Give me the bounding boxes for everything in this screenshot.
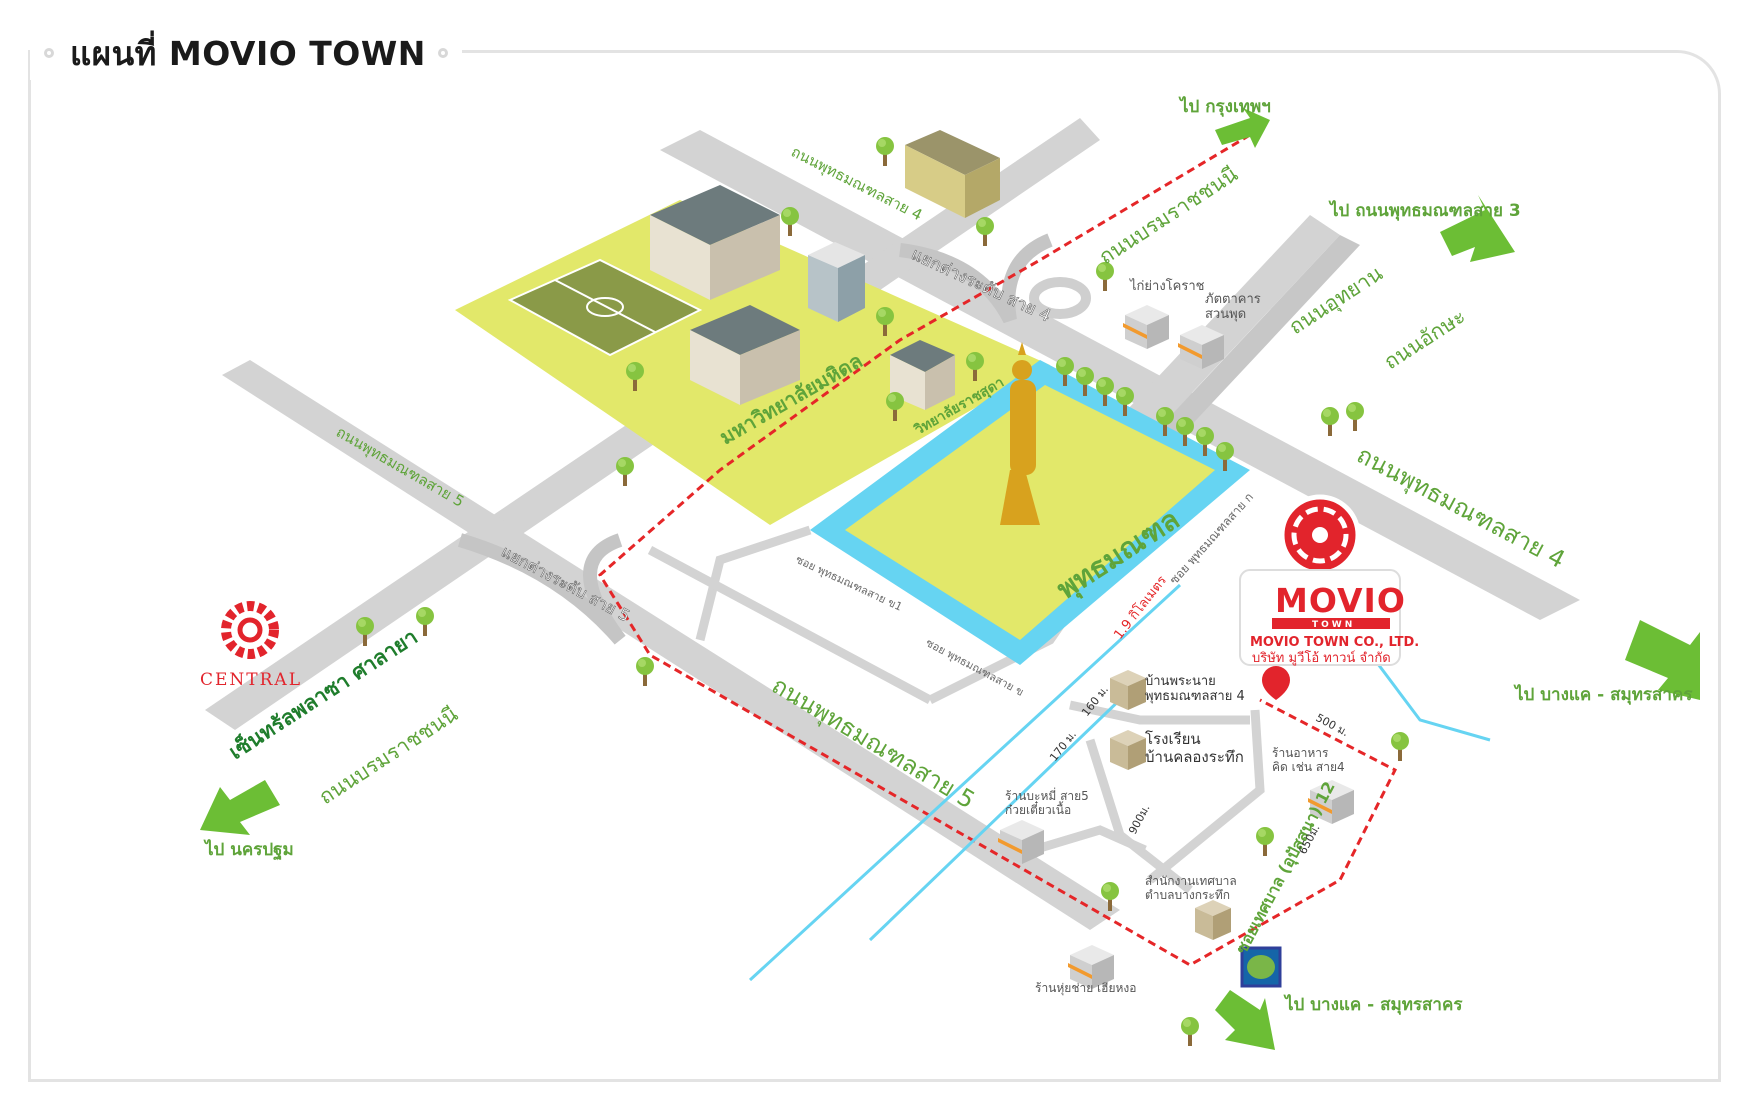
school-building-icon <box>1110 730 1146 770</box>
place-school-1: โรงเรียน <box>1145 730 1201 748</box>
place-ban-phranai-1: บ้านพระนาย <box>1145 674 1216 689</box>
shop-kaiyang-icon <box>1123 305 1169 349</box>
distance-500: 500 ม. <box>1314 711 1351 739</box>
place-noodle-1: ร้านบะหมี่ สาย5 <box>1005 787 1089 803</box>
title-dot-right-icon <box>437 48 448 58</box>
interchange-ramp-top <box>899 233 1053 324</box>
title-dot-left-icon <box>44 48 54 58</box>
arrow-bangkok-icon <box>1215 108 1270 148</box>
arrow-phutthamonthon3-icon <box>1440 195 1515 262</box>
place-municipal-1: สำนักงานเทศบาล <box>1145 874 1237 888</box>
distance-170: 170 ม. <box>1047 728 1079 764</box>
arrow-nakhon-pathom-icon <box>200 780 280 835</box>
movio-company-th: บริษัท มูวีโอ้ ทาวน์ จำกัด <box>1252 650 1391 666</box>
gas-station-logo-icon <box>1240 946 1282 988</box>
interchange-loop-top <box>1029 277 1091 319</box>
dest-bangkok: ไป กรุงเทพฯ <box>1178 96 1271 117</box>
movio-sub-band <box>1272 618 1390 629</box>
arrow-bangkhae-south-icon <box>1215 990 1275 1050</box>
road-label-borom-bottom: ถนนบรมราชชนนี <box>315 702 462 809</box>
road-label-aksa: ถนนอักษะ <box>1380 304 1470 374</box>
place-hongchai: ร้านหุ่ยช่าย เฮียหงอ <box>1035 981 1137 996</box>
road-label-borom-top: ถนนบรมราชชนนี <box>1095 162 1242 269</box>
road-soi-v1 <box>695 525 812 642</box>
football-field <box>507 258 703 357</box>
dest-bangkhae-south: ไป บางแค - สมุทรสาคร <box>1283 994 1463 1015</box>
ratchasuda-building <box>890 340 955 410</box>
movio-marker[interactable] <box>1239 494 1401 700</box>
place-school-2: บ้านคลองระทึก <box>1145 748 1244 766</box>
buddha-statue-icon <box>1000 342 1040 525</box>
central-logo-icon <box>221 601 279 659</box>
distance-km19: 1.9 กิโลเมตร <box>1111 573 1170 643</box>
canal-2 <box>748 583 1182 982</box>
mahidol-building-1 <box>650 185 780 300</box>
place-suan-phut-2: สวนพุด <box>1205 307 1246 322</box>
map-frame <box>28 50 1721 1082</box>
interchange-ramp-left <box>457 533 626 645</box>
road-soi-v <box>647 546 933 704</box>
place-noodle-2: ก๋วยเตี๋ยวเนื้อ <box>1005 800 1071 817</box>
place-ban-phranai-2: พุทธมณฑลสาย 4 <box>1145 689 1245 704</box>
place-central-logo: CENTRAL <box>200 670 302 690</box>
arrows-layer <box>200 108 1700 1050</box>
mahidol-tower <box>808 242 865 322</box>
canal-1 <box>868 688 1132 942</box>
place-suan-phut-1: ภัตตาคาร <box>1205 292 1261 307</box>
mahidol-building-2 <box>690 305 800 405</box>
page-title: แผนที่ MOVIO TOWN <box>70 33 426 73</box>
movio-name: MOVIO <box>1275 581 1406 620</box>
house-banphranai-icon <box>1110 670 1146 710</box>
movio-sub: TOWN <box>1312 620 1355 630</box>
municipal-building-icon <box>1195 900 1231 940</box>
location-pin-icon <box>1262 666 1290 700</box>
arrow-bangkhae-east-icon <box>1625 620 1700 700</box>
place-food-2: คิด เช่น สาย4 <box>1272 760 1345 774</box>
road-label-p5-left: ถนนพุทธมณฑลสาย 5 <box>333 423 468 512</box>
interchange-label-left: แยกต่างระดับ สาย 5 <box>498 542 633 626</box>
place-food-1: ร้านอาหาร <box>1272 746 1329 760</box>
place-kai-yang: ไก่ย่างโคราช <box>1129 278 1205 294</box>
movio-company-en: MOVIO TOWN CO., LTD. <box>1250 635 1419 650</box>
office-building-top <box>905 130 1000 218</box>
road-local-2 <box>1069 700 1250 725</box>
road-local-1 <box>1147 709 1265 884</box>
dest-phutthamonthon3: ไป ถนนพุทธมณฑลสาย 3 <box>1328 200 1521 221</box>
distance-900: 900ม. <box>1126 802 1152 836</box>
dest-nakhon-pathom: ไป นครปฐม <box>203 839 294 861</box>
dest-bangkhae-east: ไป บางแค - สมุทรสาคร <box>1513 684 1693 705</box>
title-bar: แผนที่ MOVIO TOWN <box>30 26 462 80</box>
place-municipal-2: ตำบลบางกระทึก <box>1145 888 1230 902</box>
road-phutthamonthon-5 <box>222 360 1120 930</box>
route-line <box>598 133 1398 967</box>
